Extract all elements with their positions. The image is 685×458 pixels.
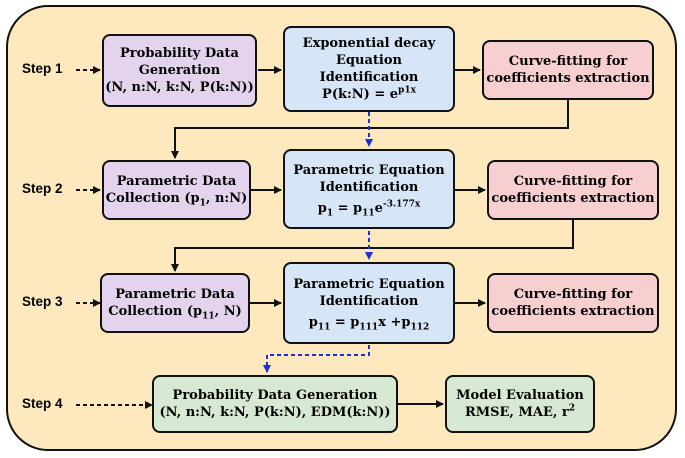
box-text: Curve-fitting for: [508, 54, 628, 69]
box-text: coefficients extraction: [486, 71, 650, 86]
collection-line: Collection (p1, n:N): [105, 190, 248, 209]
box-text: Probability Data: [120, 46, 239, 61]
box-text: Identification: [319, 293, 419, 309]
metrics-line: RMSE, MAE, r2: [465, 404, 575, 421]
box-text: Parametric Equation: [293, 162, 445, 178]
text-part: , N): [214, 304, 242, 319]
eq-part: p: [317, 200, 327, 216]
arrow-fit1-to-collection2: [171, 100, 569, 159]
curve-fitting-box-1: Curve-fitting for coefficients extractio…: [482, 40, 654, 100]
box-text: Parametric Data: [115, 287, 235, 302]
superscript: 2: [568, 403, 576, 414]
superscript: -3.177x: [382, 199, 421, 210]
parametric-equation-box-3: Parametric Equation Identification p11 =…: [283, 262, 455, 344]
arrow-fit2-to-collection3: [171, 220, 574, 272]
subscript: 11: [202, 311, 215, 322]
box-text: coefficients extraction: [491, 191, 655, 206]
step-3-label: Step 3: [22, 294, 63, 309]
box-text: Parametric Data: [116, 174, 237, 189]
curve-fitting-box-2: Curve-fitting for coefficients extractio…: [487, 160, 659, 220]
box-text: Curve-fitting for: [513, 174, 633, 189]
box-text: Parametric Equation: [293, 276, 445, 292]
text-part: Collection (p: [105, 191, 200, 206]
collection-line: Collection (p11, N): [108, 303, 242, 322]
text-part: Collection (p: [108, 304, 203, 319]
eq-part: x +p: [378, 314, 411, 330]
box-text: Model Evaluation: [456, 388, 584, 403]
probability-data-generation-box: Probability Data Generation (N, n:N, k:N…: [102, 34, 257, 107]
subscript: 11: [317, 322, 331, 333]
text-part: , n:N): [205, 191, 248, 206]
exp-equation: P(k:N) = ep1x: [322, 86, 416, 103]
eq-part: e: [374, 200, 383, 216]
model-evaluation-box: Model Evaluation RMSE, MAE, r2: [445, 375, 595, 433]
subscript: 1: [199, 198, 206, 209]
curve-fitting-box-3: Curve-fitting for coefficients extractio…: [487, 273, 659, 333]
parametric-data-collection-box-2: Parametric Data Collection (p1, n:N): [102, 160, 251, 220]
text-part: RMSE, MAE, r: [464, 405, 569, 420]
step-1-label: Step 1: [22, 61, 63, 76]
box-text: Identification: [319, 179, 419, 195]
box-text: (N, n:N, k:N, P(k:N)): [105, 80, 254, 95]
eq-part: p: [308, 314, 318, 330]
probability-data-generation-box-4: Probability Data Generation (N, n:N, k:N…: [152, 375, 398, 433]
subscript: 112: [410, 322, 430, 333]
box-text: Identification: [319, 70, 419, 85]
box-text: Exponential decay: [302, 36, 436, 51]
eq-part: = p: [330, 314, 360, 330]
p1-equation: p1 = p11e-3.177x: [317, 199, 421, 219]
parametric-data-collection-box-3: Parametric Data Collection (p11, N): [100, 273, 250, 333]
step-4-label: Step 4: [22, 396, 63, 411]
exponential-decay-box: Exponential decay Equation Identificatio…: [283, 26, 455, 112]
subscript: 11: [362, 208, 375, 219]
eq-part: = p: [333, 200, 363, 216]
blue-arrow-step3-to-step4: [263, 345, 370, 373]
subscript: 111: [359, 322, 379, 333]
box-text: Probability Data Generation: [172, 388, 378, 403]
eq-part: P(k:N) = e: [322, 87, 399, 102]
box-text: Equation: [336, 53, 402, 68]
box-text: Curve-fitting for: [513, 287, 633, 302]
subscript: 1: [326, 208, 334, 219]
parametric-equation-box-2: Parametric Equation Identification p1 = …: [283, 149, 455, 229]
p11-equation: p11 = p111x +p112: [308, 314, 430, 333]
box-text: (N, n:N, k:N, P(k:N), EDM(k:N)): [159, 405, 391, 420]
eq-exponent: p1x: [398, 85, 416, 96]
box-text: coefficients extraction: [491, 304, 655, 319]
box-text: Generation: [138, 63, 221, 78]
step-2-label: Step 2: [22, 181, 63, 196]
